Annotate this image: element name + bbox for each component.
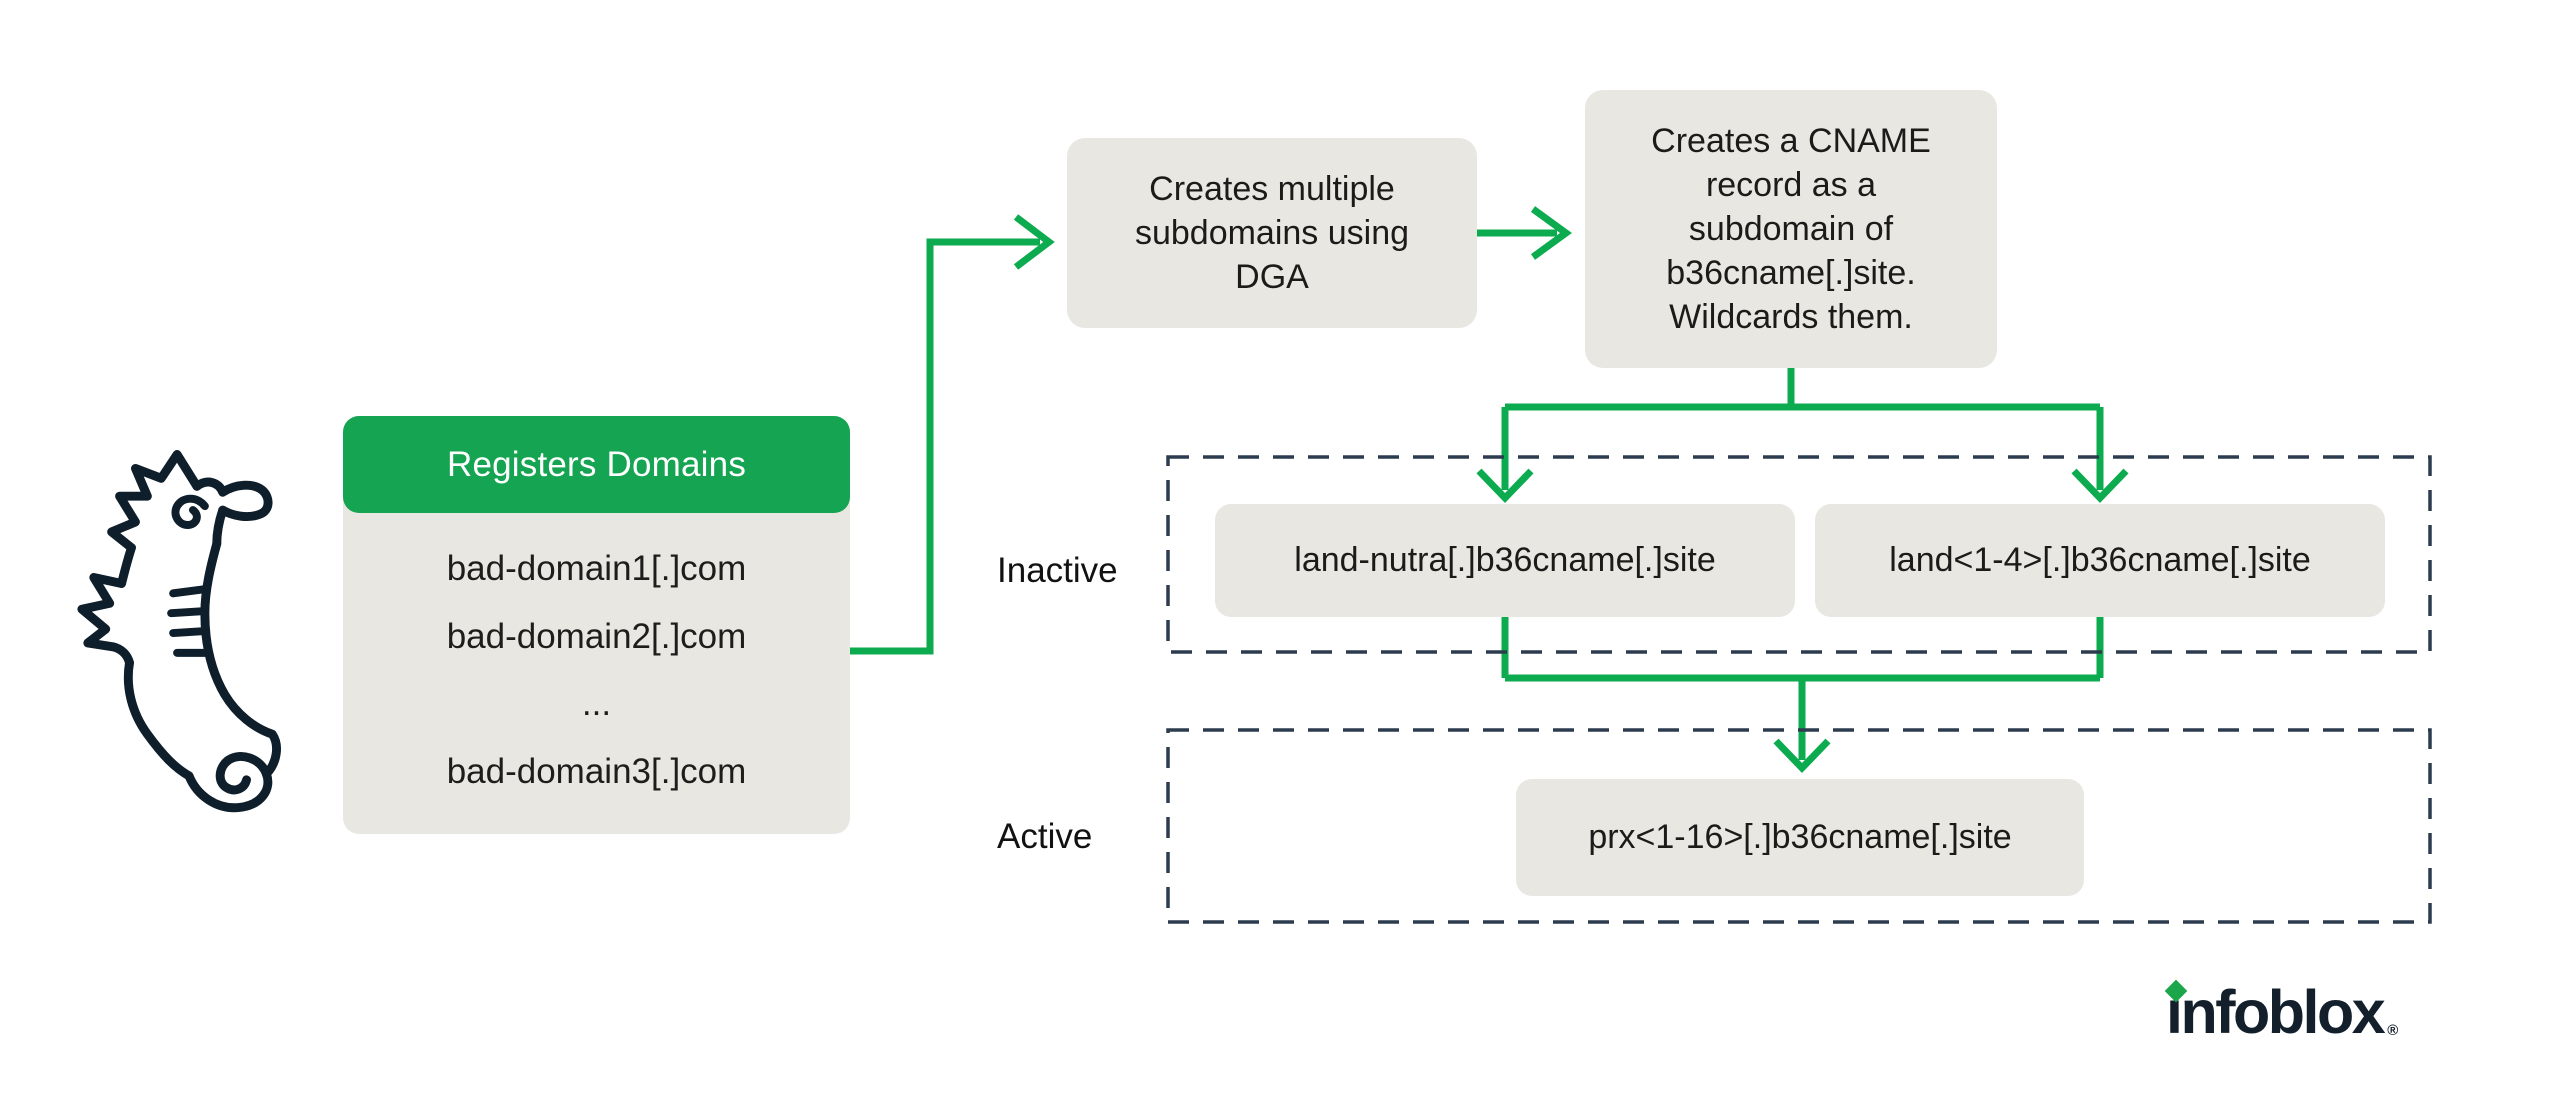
arrowhead-into-node-right	[2071, 468, 2129, 504]
domain-item-ellipsis: ...	[581, 684, 612, 724]
inactive-row-label: Inactive	[997, 551, 1118, 590]
connector-cname-split	[1501, 368, 2104, 490]
inactive-node-text: land<1-4>[.]b36cname[.]site	[1889, 541, 2311, 579]
domain-item: bad-domain1[.]com	[446, 548, 747, 588]
active-node-prx-range: prx<1-16>[.]b36cname[.]site	[1516, 779, 2084, 896]
connector-merge-to-active	[1501, 617, 2104, 760]
active-row-label: Active	[997, 817, 1093, 856]
domain-item: bad-domain3[.]com	[446, 752, 747, 792]
infoblox-logo: infoblox ®	[2164, 978, 2399, 1046]
arrowhead-into-node-left	[1476, 468, 1534, 504]
registered-trademark-symbol: ®	[2387, 1022, 2399, 1039]
inactive-node-land-range: land<1-4>[.]b36cname[.]site	[1815, 504, 2385, 617]
registered-domain-list: bad-domain1[.]com bad-domain2[.]com ... …	[343, 513, 850, 834]
inactive-node-land-nutra: land-nutra[.]b36cname[.]site	[1215, 504, 1795, 617]
step-cname-box: Creates a CNAME record as a subdomain of…	[1585, 90, 1997, 368]
step-dga-text: Creates multiple subdomains using DGA	[1134, 169, 1410, 297]
domain-item: bad-domain2[.]com	[446, 616, 747, 656]
arrowhead-into-active	[1773, 738, 1831, 774]
step-cname-text: Creates a CNAME record as a subdomain of…	[1651, 121, 1931, 337]
connector-card-to-dga	[848, 238, 1040, 655]
seahorse-icon	[77, 450, 281, 813]
arrowhead-into-dga	[1013, 214, 1055, 270]
inactive-region-border	[1166, 455, 2432, 654]
registers-domains-title: Registers Domains	[446, 444, 747, 484]
active-region-border	[1166, 728, 2432, 924]
infoblox-wordmark: infoblox	[2166, 978, 2386, 1046]
registers-domains-header: Registers Domains	[343, 416, 850, 513]
inactive-node-text: land-nutra[.]b36cname[.]site	[1294, 541, 1716, 579]
active-node-text: prx<1-16>[.]b36cname[.]site	[1588, 818, 2012, 856]
registers-domains-card: Registers Domains bad-domain1[.]com bad-…	[343, 416, 850, 834]
step-dga-box: Creates multiple subdomains using DGA	[1067, 138, 1477, 328]
arrowhead-into-cname	[1530, 206, 1572, 260]
